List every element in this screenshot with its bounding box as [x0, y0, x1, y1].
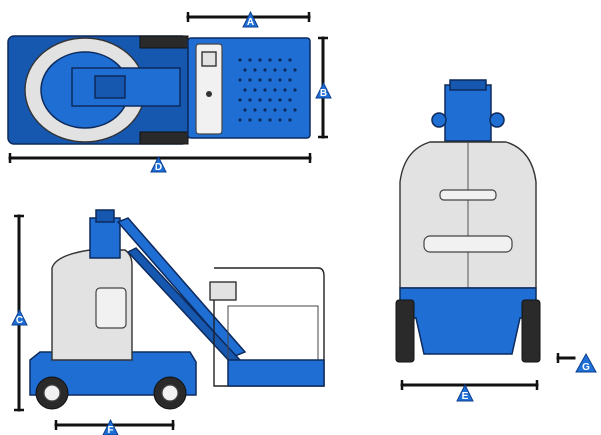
dimension-D: D	[8, 153, 312, 173]
dimension-E: E	[400, 380, 539, 402]
dimension-G: G	[556, 352, 597, 373]
top-boom-pivot	[94, 75, 126, 99]
label-A: A	[247, 17, 254, 28]
dimension-A: A	[186, 10, 311, 28]
top-control-knob	[206, 91, 212, 97]
badge-E	[456, 383, 474, 402]
dimension-C: C	[11, 214, 28, 412]
side-hub-rear	[43, 384, 61, 402]
badge-F	[102, 418, 119, 435]
top-wheel-front-left	[139, 35, 189, 49]
label-E: E	[462, 391, 469, 402]
top-platform-mesh	[238, 58, 297, 122]
label-C: C	[16, 315, 23, 326]
rear-vent-upper	[439, 189, 497, 201]
rear-wheel-right	[521, 299, 541, 363]
side-body	[51, 249, 133, 361]
side-hub-front	[161, 384, 179, 402]
side-boom-upper	[116, 217, 247, 357]
side-rotator	[209, 281, 237, 301]
label-D: D	[155, 162, 162, 173]
rear-lug-right	[489, 112, 505, 128]
badge-A	[242, 10, 259, 28]
side-basket-rail	[213, 267, 325, 387]
side-mast	[89, 217, 121, 259]
side-decal	[95, 287, 127, 329]
badge-D	[150, 155, 167, 173]
side-chassis	[29, 351, 197, 396]
dimension-F: F	[54, 418, 175, 435]
top-wheel-front-right	[139, 131, 189, 145]
side-mast-top	[95, 209, 115, 223]
badge-G	[575, 352, 597, 373]
label-B: B	[320, 88, 327, 99]
label-F: F	[107, 425, 113, 435]
label-G: G	[582, 362, 590, 373]
side-boom-lower	[126, 247, 242, 365]
rear-base	[399, 287, 537, 355]
rear-vent-lower	[423, 235, 513, 253]
side-view	[29, 209, 325, 410]
rear-view	[395, 79, 541, 363]
rear-wheel-left	[395, 299, 415, 363]
top-boom	[71, 67, 181, 107]
top-view	[7, 35, 311, 145]
badge-B	[315, 81, 332, 99]
dimension-B: B	[315, 36, 332, 139]
rear-lug-left	[431, 112, 447, 128]
side-basket-floor	[227, 359, 325, 387]
badge-C	[11, 308, 28, 326]
rear-mast	[444, 84, 492, 142]
top-control-panel	[201, 51, 217, 67]
rear-mast-cap	[449, 79, 487, 91]
